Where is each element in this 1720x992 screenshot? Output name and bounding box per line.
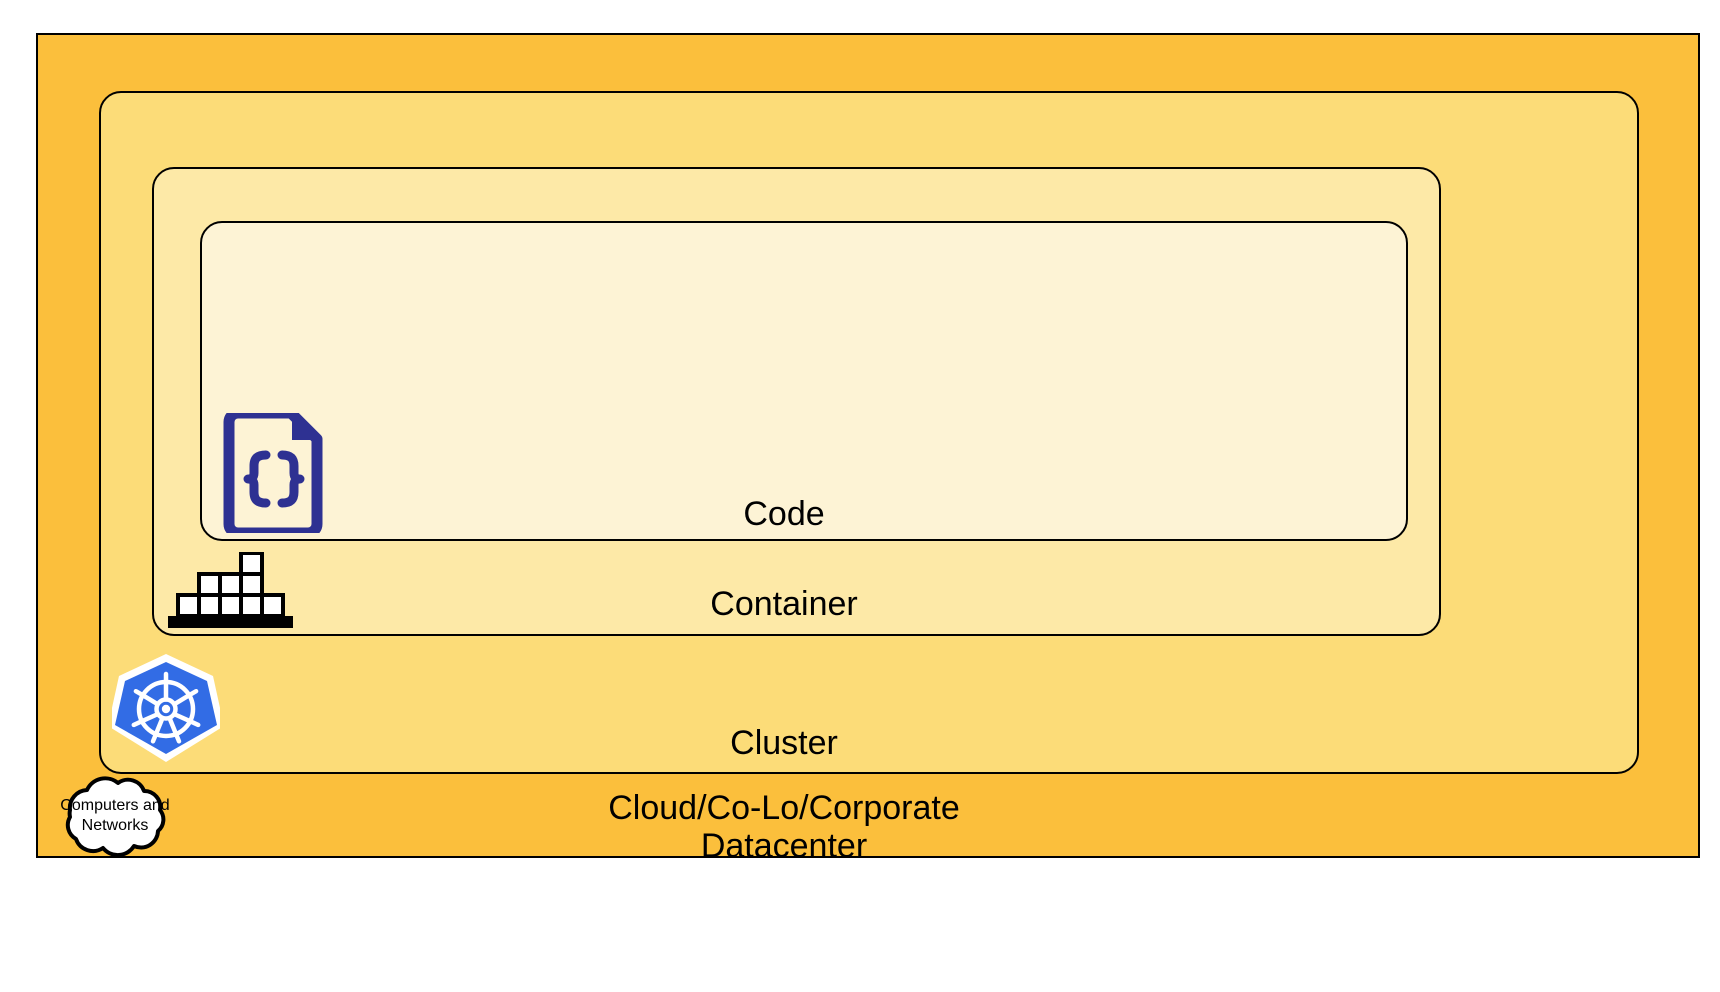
kubernetes-helm-icon <box>108 652 224 764</box>
layer-label-code: Code <box>743 495 825 533</box>
layer-label-cluster: Cluster <box>730 724 838 762</box>
cloud-shape-icon <box>65 776 166 858</box>
layer-label-container: Container <box>710 585 858 623</box>
cloud-label: Computers and Networks <box>60 797 170 834</box>
code-braces-document-icon <box>219 407 327 539</box>
container-boxes-icon <box>168 551 293 628</box>
layer-code[interactable] <box>200 221 1408 541</box>
cloud-computers-and-networks[interactable]: Computers and Networks <box>40 774 190 866</box>
layer-label-datacenter: Cloud/Co-Lo/Corporate Datacenter <box>608 789 960 866</box>
